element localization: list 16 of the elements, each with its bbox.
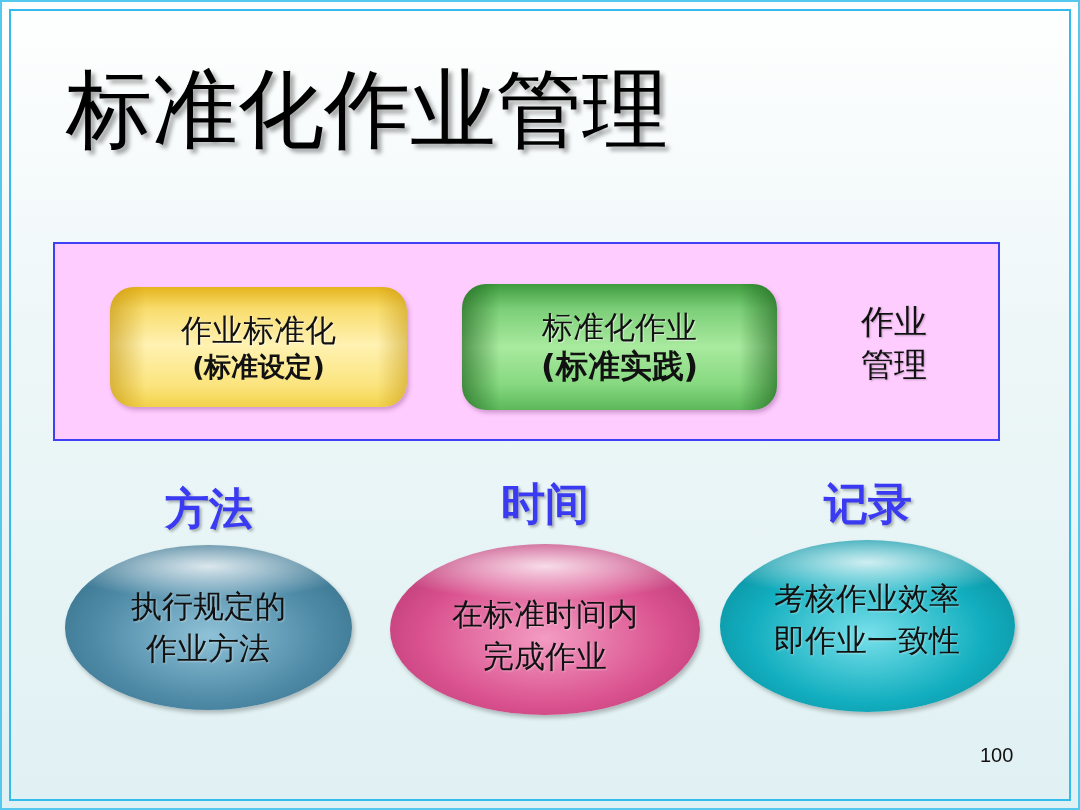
rounded-box <box>110 287 407 407</box>
ellipse-text: 执行规定的作业方法 <box>130 586 287 668</box>
page-number: 100 <box>980 745 1014 765</box>
ellipse-heading: 方法 <box>164 485 253 534</box>
title: 标准化作业管理 <box>66 66 668 152</box>
box-subtitle: (标准设定) <box>192 349 325 384</box>
box-title: 标准化作业 <box>542 307 697 347</box>
rounded-box <box>462 284 777 410</box>
ellipse-text: 考核作业效率即作业一致性 <box>773 579 962 660</box>
box-title: 作业标准化 <box>181 310 336 350</box>
panel <box>53 242 1000 441</box>
ellipse-text: 在标准时间内完成作业 <box>451 594 639 676</box>
box-subtitle: (标准实践) <box>540 346 699 387</box>
ellipse-heading: 时间 <box>501 480 589 529</box>
panel-text: 作业管理 <box>860 301 928 386</box>
ellipse-heading: 记录 <box>823 480 912 529</box>
